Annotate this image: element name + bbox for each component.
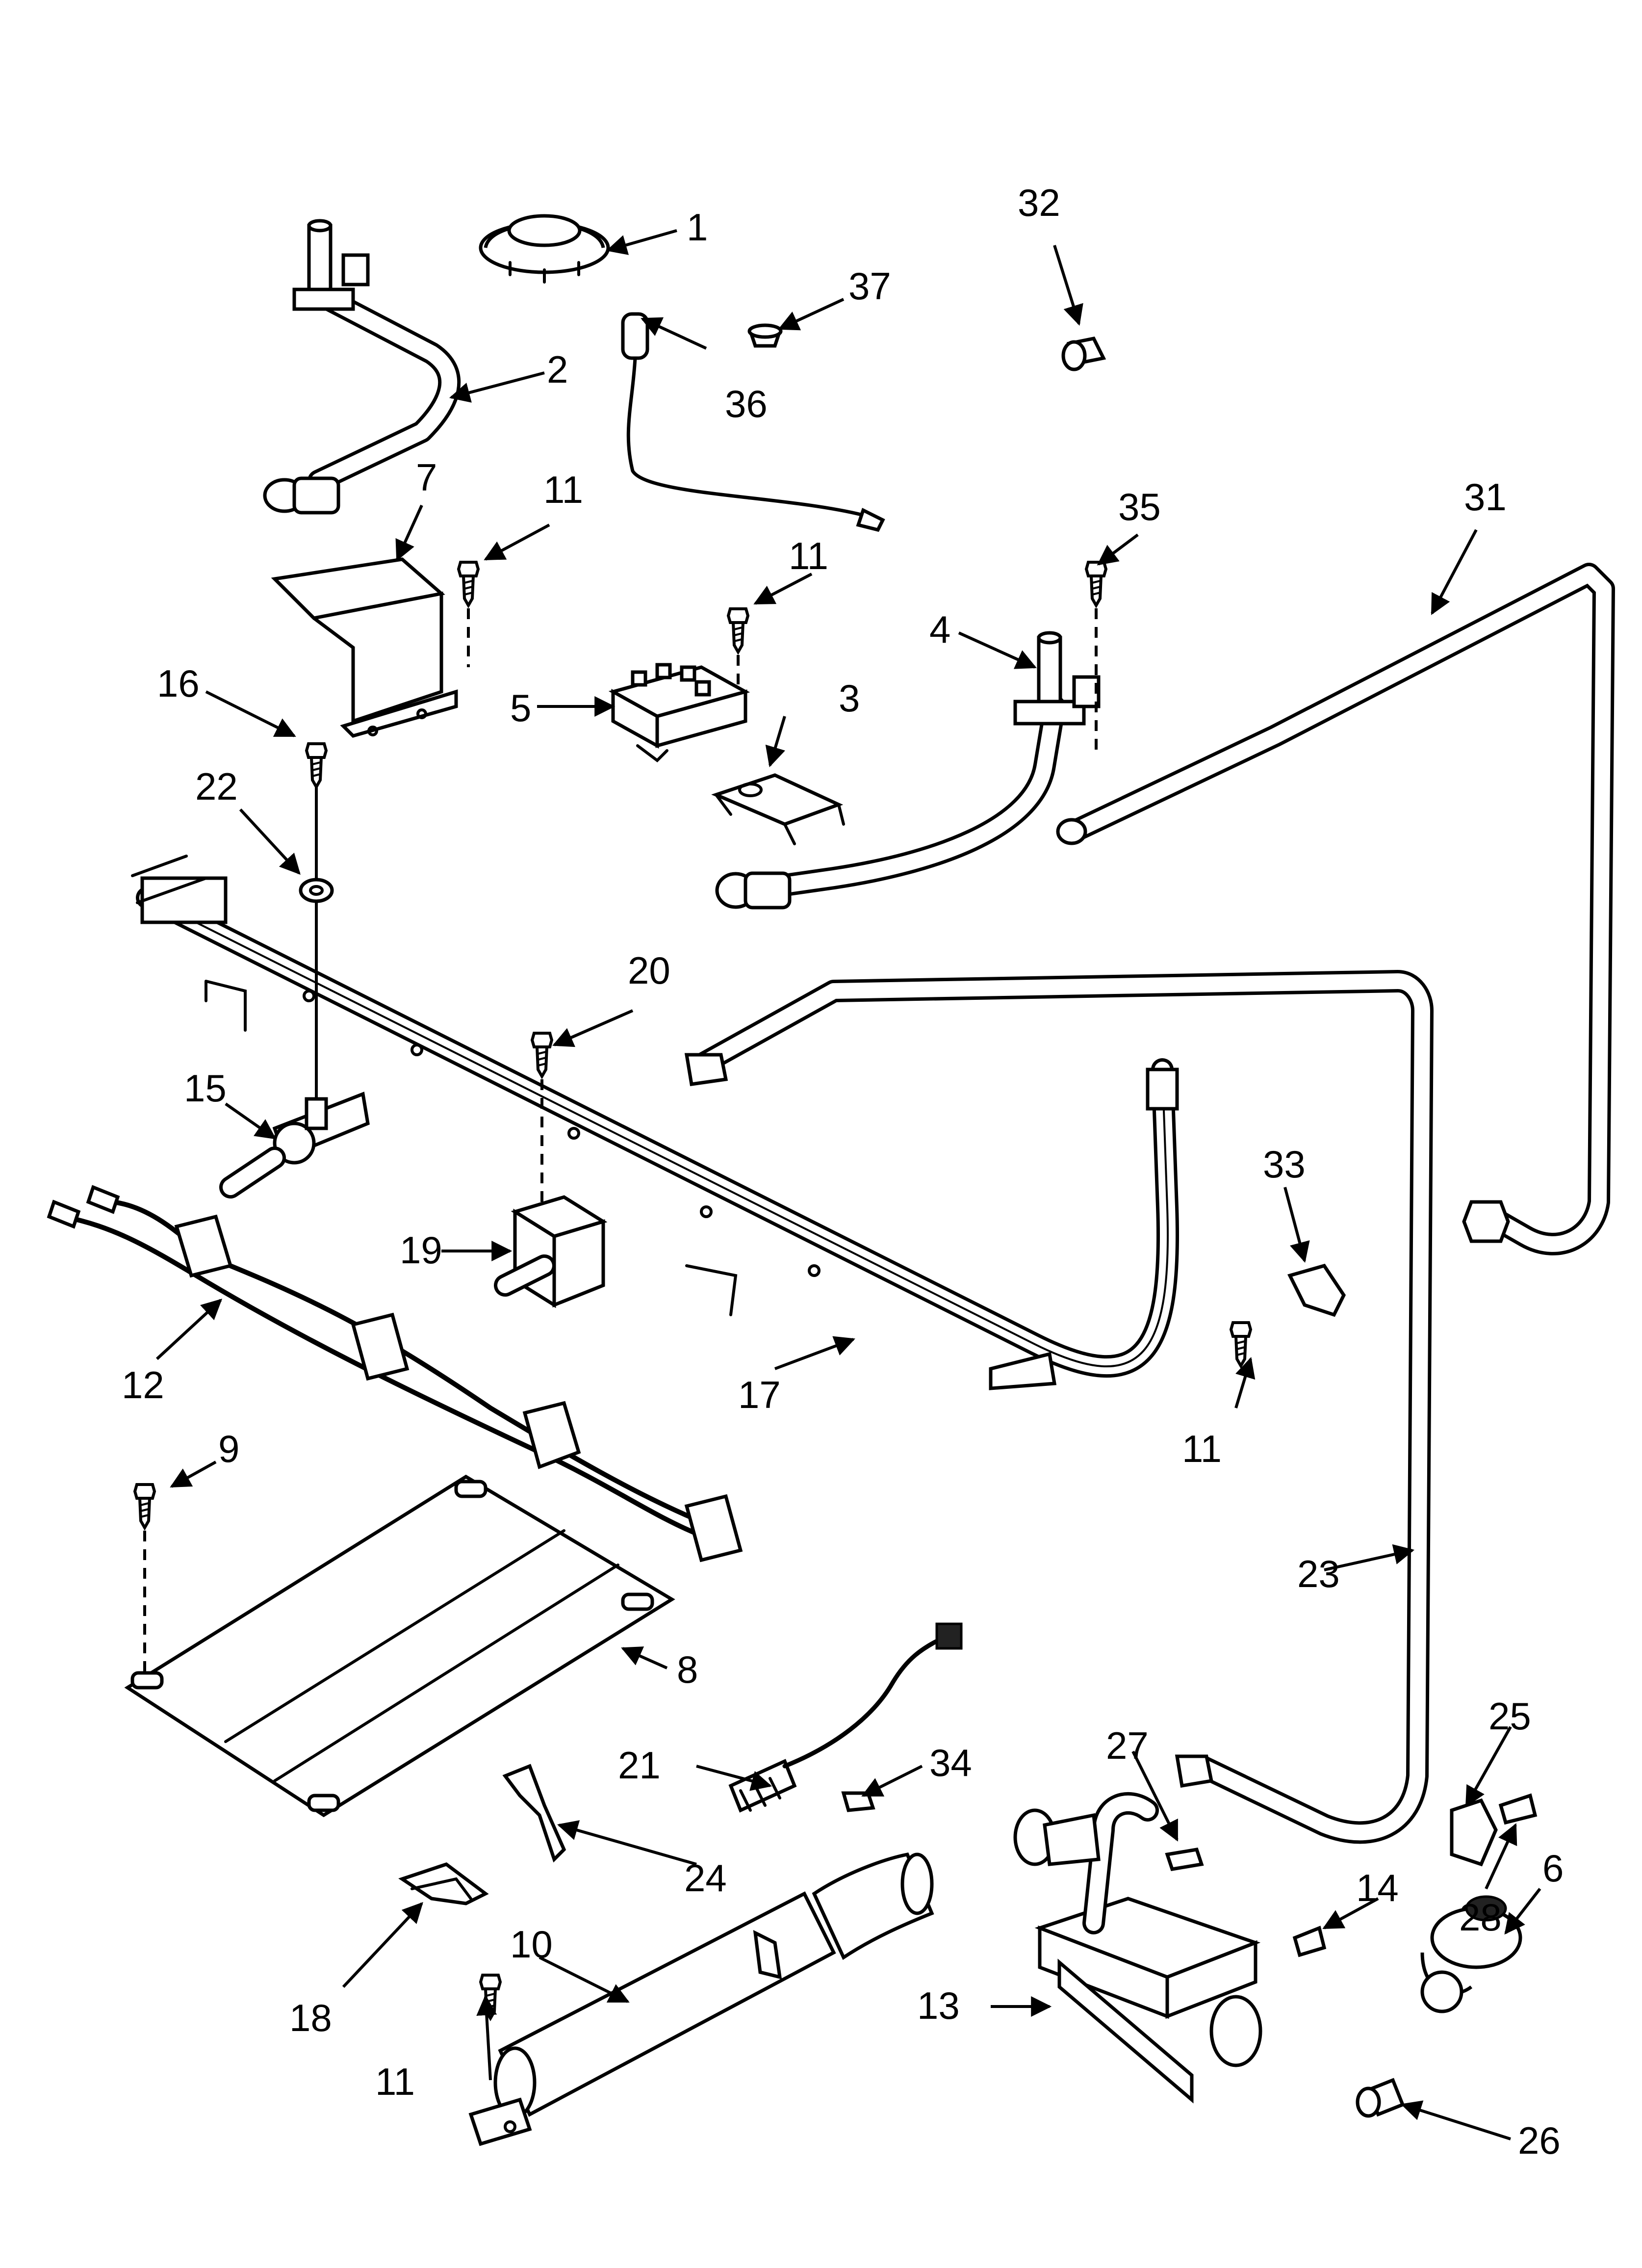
callout-5: 5 [510,686,531,730]
plate-part-8 [124,1474,675,1818]
screw-part-11-right [1231,1323,1251,1366]
callout-24: 24 [684,1856,727,1900]
mounting-bracket-part-3 [711,773,845,845]
callout-19: 19 [400,1228,442,1272]
callout-3: 3 [839,677,860,720]
callout-8: 8 [677,1648,698,1691]
clip-part-18 [398,1862,489,1905]
wire-harness-part-12 [47,1185,743,1563]
callout-12: 12 [122,1363,164,1407]
gas-tube-part-23 [684,970,1434,1844]
screw-part-20 [532,1033,552,1076]
switch-part-19 [494,1195,608,1308]
callout-14: 14 [1356,1866,1399,1909]
callout-13: 13 [917,1984,960,2027]
burner-tube-part-2 [263,219,461,515]
screw-part-16 [307,744,326,787]
gas-tube-part-31 [1056,563,1615,1255]
callout-1: 1 [687,206,708,249]
shield-bracket-part-7 [271,557,458,738]
callout-37: 37 [848,264,891,308]
callout-6: 6 [1542,1847,1564,1890]
burner-cap-part-1 [479,214,610,284]
callout-25: 25 [1488,1694,1531,1738]
callout-11-upper-left: 11 [543,468,583,511]
screw-part-9 [135,1485,154,1528]
screw-part-11-upper-left [459,562,478,605]
washer-part-22 [299,878,334,903]
regulator-part-6 [1420,1895,1522,2013]
screw-part-34 [841,1791,875,1812]
callout-28: 28 [1459,1896,1502,1939]
callout-26: 26 [1518,2119,1561,2162]
callout-4: 4 [929,608,950,651]
oven-burner-part-10 [468,1852,934,2146]
manifold-part-17 [131,855,1180,1390]
screw-part-11-upper-mid [728,609,748,652]
valve-part-15 [219,1092,370,1199]
screw-part-11-bottom [481,1975,500,2018]
callout-36: 36 [725,382,768,425]
callout-21: 21 [618,1744,661,1787]
spark-module-part-5 [608,663,750,762]
screw-part-35 [1086,562,1106,605]
callout-15: 15 [184,1067,227,1110]
orifice-fitting-part-32 [1061,337,1106,371]
callout-35: 35 [1118,485,1161,528]
callout-22: 22 [195,765,238,808]
callout-11-right: 11 [1182,1427,1222,1470]
callout-31: 31 [1464,475,1507,519]
bracket-part-25 [1450,1798,1498,1867]
burner-body-part-13 [1013,1792,1262,2104]
callout-20: 20 [628,949,670,992]
callout-2: 2 [547,348,568,391]
callout-11-upper-mid: 11 [789,534,828,577]
screw-part-27 [1165,1848,1204,1871]
screw-part-28 [1498,1793,1538,1825]
callout-23: 23 [1297,1552,1340,1595]
callout-7: 7 [416,456,437,499]
callout-16: 16 [157,662,200,705]
callout-9: 9 [218,1427,239,1470]
igniter-part-21 [728,1622,963,1813]
burner-tube-part-4 [715,631,1101,910]
callout-11-bottom: 11 [375,2060,415,2103]
grommet-part-37 [747,323,783,348]
callout-34: 34 [929,1741,972,1784]
callout-27: 27 [1106,1724,1149,1767]
callout-18: 18 [289,1996,332,2039]
bracket-part-24 [502,1764,566,1863]
callout-32: 32 [1018,181,1060,224]
fitting-part-26 [1356,2078,1405,2118]
callout-33: 33 [1263,1143,1306,1186]
clip-part-33 [1287,1263,1346,1317]
screw-part-14 [1292,1926,1327,1957]
callout-17: 17 [738,1373,781,1416]
callout-10: 10 [510,1923,553,1966]
leader-lines [155,229,1541,2140]
